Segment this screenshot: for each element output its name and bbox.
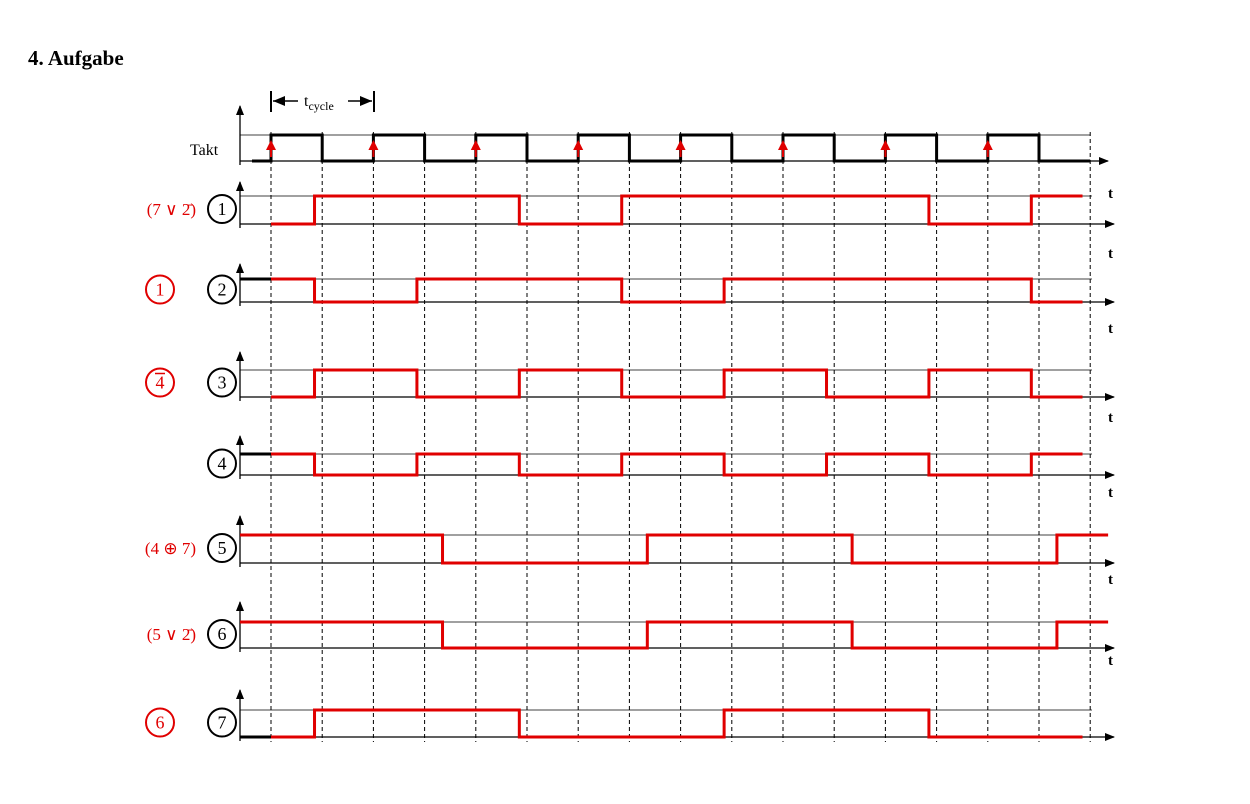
time-axis-label: t	[1108, 572, 1113, 588]
time-axis-label: t	[1108, 653, 1113, 669]
rising-edge-arrowhead	[880, 140, 891, 150]
signal-id: 6	[218, 624, 227, 644]
waveform-5	[240, 533, 1109, 565]
waveform-6	[240, 620, 1109, 650]
cycle-label: tcycle	[304, 93, 334, 113]
signal-expression: (7 ∨ 2̄)	[147, 200, 196, 219]
waveform-1	[271, 194, 1083, 226]
time-axis-label: t	[1108, 186, 1113, 202]
clock-waveform	[252, 133, 1091, 163]
rising-edge-arrowhead	[470, 140, 481, 150]
dashed-grid-lines	[270, 132, 1091, 742]
rising-edge-arrowhead	[982, 140, 993, 150]
source-signal-circle	[145, 707, 175, 738]
rising-edge-arrowhead	[266, 140, 276, 150]
signal-id: 7	[218, 713, 227, 733]
signal-id: 4	[218, 454, 227, 474]
signal-id-circle	[207, 448, 237, 479]
time-axis-label: t	[1108, 485, 1113, 501]
signal-row-3: t 3 4	[145, 321, 1115, 401]
source-signal-circle	[145, 274, 175, 305]
signal-row-4: t4	[207, 410, 1115, 479]
source-signal-id: 1	[156, 280, 165, 300]
signal-id-circle	[207, 533, 237, 563]
time-axis-label: t	[1108, 246, 1113, 262]
source-signal-id: 6	[156, 713, 165, 733]
page-title: 4. Aufgabe	[28, 46, 124, 70]
source-signal-id: 4	[156, 373, 165, 393]
signal-row-6: t 6 (5 ∨ 2̄)	[147, 572, 1115, 652]
signal-id-circle	[207, 194, 237, 224]
time-axis-label: t	[1108, 321, 1113, 337]
signal-expression: (5 ∨ 2̄)	[147, 625, 196, 644]
signal-id-circle	[207, 367, 237, 398]
signal-id-circle	[207, 707, 237, 738]
rising-edge-arrowhead	[778, 140, 788, 150]
waveform-4	[271, 452, 1083, 477]
signal-id-circle	[207, 619, 237, 649]
clock-row: Takt	[190, 105, 1109, 165]
rising-edge-arrowhead	[573, 140, 584, 150]
source-signal-circle	[145, 367, 175, 398]
signal-id: 3	[218, 373, 227, 393]
signal-row-2: t 2 1	[145, 246, 1115, 306]
rising-edge-arrowhead	[368, 140, 379, 150]
signal-id-circle	[207, 274, 237, 305]
signal-expression: (4 ⊕ 7)	[145, 539, 196, 558]
time-axis-label: t	[1108, 410, 1113, 426]
signal-id: 2	[218, 280, 227, 300]
rising-edge-arrowhead	[675, 140, 686, 150]
waveform-3	[271, 368, 1083, 399]
cycle-time-indicator: tcycle	[270, 91, 375, 113]
waveform-2	[271, 277, 1083, 304]
signal-id: 1	[218, 199, 227, 219]
signal-row-1: t 1 (7 ∨ 2̄)	[147, 181, 1115, 228]
signal-row-7: t 7 6	[145, 653, 1115, 741]
waveform-7	[271, 708, 1083, 739]
clock-label: Takt	[190, 142, 219, 159]
signal-id: 5	[218, 538, 227, 558]
signal-row-5: t 5 (4 ⊕ 7)	[145, 485, 1115, 567]
